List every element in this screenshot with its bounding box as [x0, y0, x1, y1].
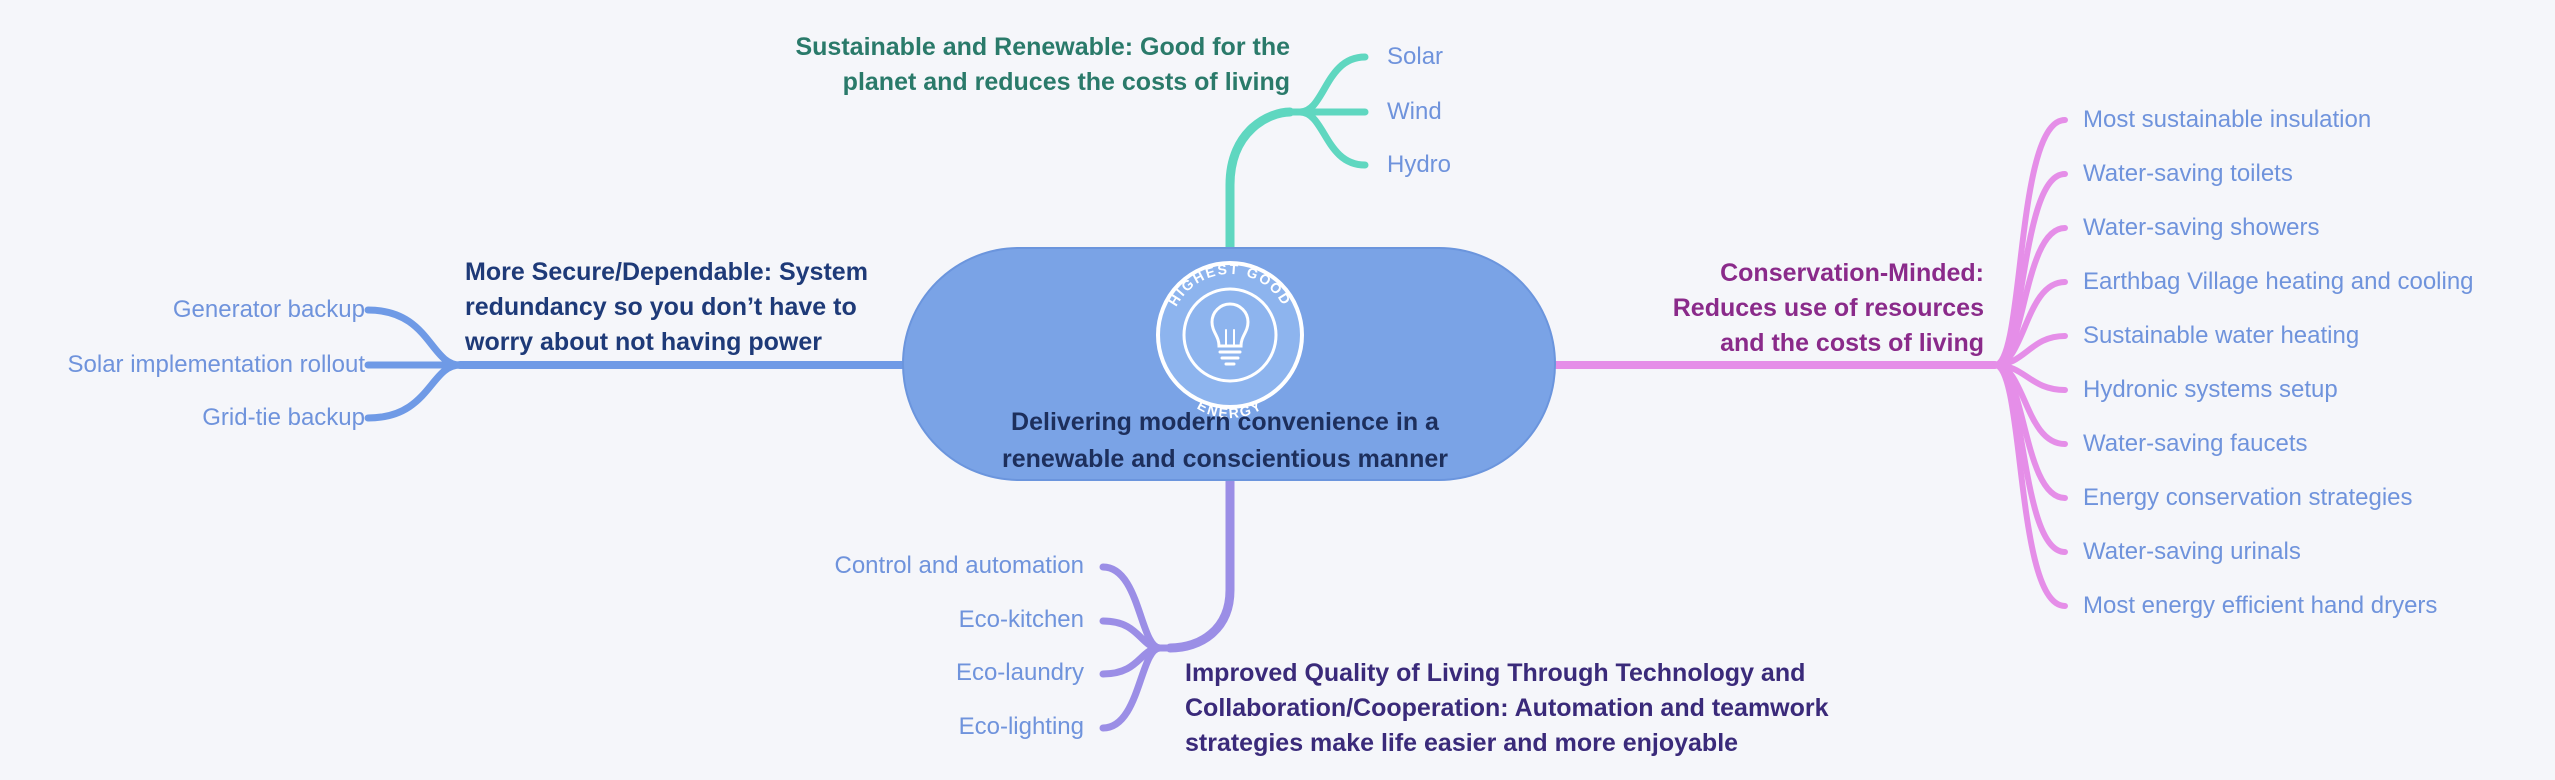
bottom-branch-title-line-1: Improved Quality of Living Through Techn… [1185, 659, 1806, 687]
right-branch-title-line-2: Reduces use of resources [1672, 294, 1984, 322]
root-label-line-2: renewable and conscientious manner [1002, 445, 1448, 473]
right-child-insulation[interactable]: Most sustainable insulation [2083, 106, 2372, 133]
right-branch-title-line-1: Conservation-Minded: [1720, 259, 1984, 287]
right-child-earthbag-heating[interactable]: Earthbag Village heating and cooling [2083, 268, 2474, 295]
right-branch-title[interactable]: Conservation-Minded: Reduces use of reso… [1600, 256, 1984, 361]
top-child-hydro[interactable]: Hydro [1387, 151, 1452, 178]
right-branch-title-line-3: and the costs of living [1720, 329, 1984, 357]
connector-right [1551, 117, 2068, 609]
bottom-branch-title[interactable]: Improved Quality of Living Through Techn… [1185, 656, 1829, 761]
left-branch-title-line-3: worry about not having power [465, 328, 822, 356]
left-child-generator-backup[interactable]: Generator backup [172, 296, 365, 323]
left-branch-title-line-1: More Secure/Dependable: System [465, 258, 868, 286]
bottom-branch-title-line-3: strategies make life easier and more enj… [1185, 729, 1739, 757]
right-child-conservation-strategies[interactable]: Energy conservation strategies [2083, 484, 2413, 511]
top-branch-title-line-1: Sustainable and Renewable: Good for the [795, 33, 1290, 61]
connector-left [364, 306, 909, 422]
right-child-toilets[interactable]: Water-saving toilets [2083, 160, 2293, 187]
top-child-solar[interactable]: Solar [1387, 43, 1444, 70]
bottom-child-control-automation[interactable]: Control and automation [834, 552, 1085, 579]
connector-bottom [1099, 475, 1235, 732]
root-label: Delivering modern convenience in a renew… [905, 404, 1545, 478]
connector-top [1225, 53, 1369, 253]
lightbulb-icon [1210, 302, 1250, 366]
right-child-showers[interactable]: Water-saving showers [2083, 214, 2320, 241]
right-child-faucets[interactable]: Water-saving faucets [2083, 430, 2308, 457]
left-child-grid-tie-backup[interactable]: Grid-tie backup [202, 404, 365, 431]
left-branch-title-line-2: redundancy so you don’t have to [465, 293, 857, 321]
top-branch-title[interactable]: Sustainable and Renewable: Good for the … [690, 30, 1290, 100]
left-branch-title[interactable]: More Secure/Dependable: System redundanc… [465, 255, 868, 360]
bottom-child-eco-laundry[interactable]: Eco-laundry [955, 659, 1084, 686]
bottom-branch-title-line-2: Collaboration/Cooperation: Automation an… [1185, 694, 1829, 722]
right-child-hand-dryers[interactable]: Most energy efficient hand dryers [2083, 592, 2438, 619]
right-child-hydronic[interactable]: Hydronic systems setup [2083, 376, 2338, 403]
root-label-line-1: Delivering modern convenience in a [1011, 408, 1439, 436]
bottom-child-eco-kitchen[interactable]: Eco-kitchen [958, 606, 1084, 633]
right-child-water-heating[interactable]: Sustainable water heating [2083, 322, 2360, 349]
left-child-solar-rollout[interactable]: Solar implementation rollout [67, 351, 365, 378]
top-child-wind[interactable]: Wind [1387, 98, 1442, 125]
right-child-urinals[interactable]: Water-saving urinals [2083, 538, 2301, 565]
top-branch-title-line-2: planet and reduces the costs of living [842, 68, 1290, 96]
bottom-child-eco-lighting[interactable]: Eco-lighting [958, 713, 1084, 740]
